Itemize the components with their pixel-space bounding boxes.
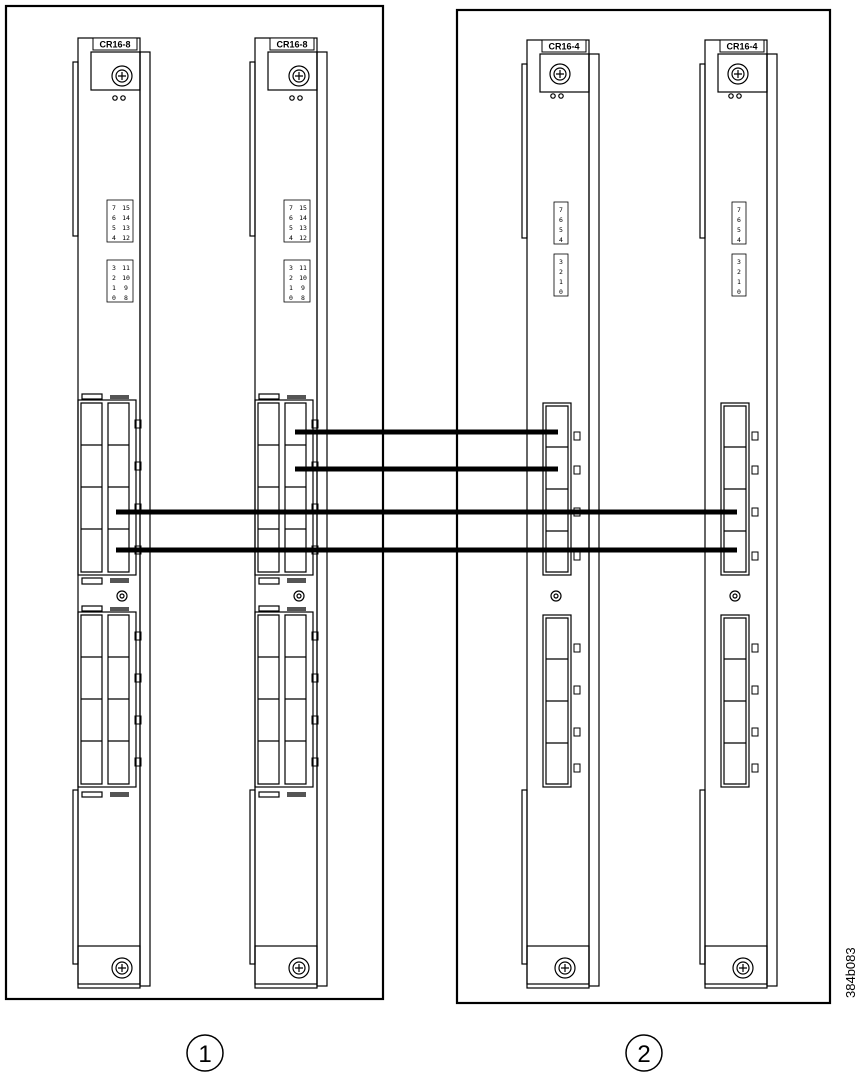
led-6: 6: [112, 214, 116, 222]
led-1: 1: [737, 278, 741, 286]
card-2-2-label: CR16-4: [726, 42, 757, 52]
led-0: 0: [737, 288, 741, 296]
card-1-2-status-leds: 7 6 5 4 3 2 1 0 15 14 13 12 11 10 9 8: [284, 200, 310, 302]
group-2-frame: [457, 10, 830, 1003]
led-5: 5: [559, 226, 563, 234]
led-8: 8: [301, 294, 305, 302]
led-9: 9: [124, 284, 128, 292]
card-1-1-label: CR16-8: [99, 40, 130, 50]
led-5: 5: [112, 224, 116, 232]
led-13: 13: [299, 224, 307, 232]
led-0: 0: [112, 294, 116, 302]
led-3: 3: [289, 264, 293, 272]
figure-id: 384b083: [843, 947, 858, 998]
card-2-2-port-leds: [752, 432, 758, 772]
led-11: 11: [122, 264, 130, 272]
led-7: 7: [289, 204, 293, 212]
led-8: 8: [124, 294, 128, 302]
led-4: 4: [289, 234, 293, 242]
led-3: 3: [112, 264, 116, 272]
led-14: 14: [299, 214, 307, 222]
led-4: 4: [737, 236, 741, 244]
led-10: 10: [299, 274, 307, 282]
callout-2: 2: [637, 1041, 650, 1068]
led-5: 5: [289, 224, 293, 232]
callout-1: 1: [198, 1041, 211, 1068]
led-2: 2: [112, 274, 116, 282]
card-2-1-port-leds: [574, 432, 580, 772]
led-7: 7: [559, 206, 563, 214]
led-13: 13: [122, 224, 130, 232]
card-2-1-label: CR16-4: [548, 42, 579, 52]
led-14: 14: [122, 214, 130, 222]
led-7: 7: [112, 204, 116, 212]
card-1-1-status-leds: 7 6 5 4 3 2 1 0 15 14 13 12 11 10 9 8: [107, 200, 133, 302]
led-7: 7: [737, 206, 741, 214]
led-2: 2: [289, 274, 293, 282]
card-1-2-label: CR16-8: [276, 40, 307, 50]
led-1: 1: [559, 278, 563, 286]
led-15: 15: [122, 204, 130, 212]
led-10: 10: [122, 274, 130, 282]
led-3: 3: [559, 258, 563, 266]
led-0: 0: [289, 294, 293, 302]
led-1: 1: [289, 284, 293, 292]
led-12: 12: [299, 234, 307, 242]
led-1: 1: [112, 284, 116, 292]
led-5: 5: [737, 226, 741, 234]
led-2: 2: [737, 268, 741, 276]
led-3: 3: [737, 258, 741, 266]
led-4: 4: [112, 234, 116, 242]
led-9: 9: [301, 284, 305, 292]
led-6: 6: [737, 216, 741, 224]
led-15: 15: [299, 204, 307, 212]
led-11: 11: [299, 264, 307, 272]
led-4: 4: [559, 236, 563, 244]
led-2: 2: [559, 268, 563, 276]
cables: [116, 432, 737, 550]
led-0: 0: [559, 288, 563, 296]
led-6: 6: [559, 216, 563, 224]
led-12: 12: [122, 234, 130, 242]
led-6: 6: [289, 214, 293, 222]
card-2-1-status-leds: 7 6 5 4 3 2 1 0: [554, 202, 568, 296]
card-2-2-status-leds: 7 6 5 4 3 2 1 0: [732, 202, 746, 296]
